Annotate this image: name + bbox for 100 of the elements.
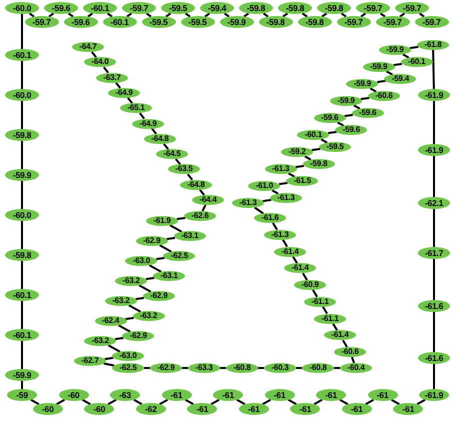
value-ellipse: -61 (316, 389, 346, 401)
connector-line (302, 272, 308, 281)
value-ellipse: -61.4 (274, 246, 306, 256)
value-ellipse: -61.3 (264, 164, 297, 174)
connector-line (144, 367, 150, 369)
connector-line (21, 141, 23, 169)
value-ellipse: -59.7 (395, 2, 429, 14)
value-ellipse: -60.4 (340, 363, 372, 373)
connector-line (182, 367, 188, 369)
value-ellipse: -62.1 (418, 197, 450, 209)
connector-line (433, 312, 435, 352)
connector-line (128, 304, 142, 313)
connector-line (30, 398, 40, 406)
value-ellipse: -61.9 (146, 216, 178, 226)
connector-line (21, 301, 23, 329)
value-ellipse: -64.7 (72, 42, 104, 52)
value-ellipse: -60.0 (5, 209, 39, 221)
value-ellipse: -63.0 (125, 256, 158, 266)
value-ellipse: -61 (213, 389, 243, 401)
value-ellipse: -60.6 (368, 91, 400, 101)
value-ellipse: -59.6 (314, 113, 346, 123)
connector-line (258, 367, 264, 369)
value-ellipse: -59.8 (302, 159, 335, 169)
connector-line (138, 284, 152, 293)
connector-line (91, 51, 97, 58)
connector-line (416, 398, 426, 406)
value-ellipse: -61.7 (418, 247, 450, 259)
value-ellipse: -59.7 (414, 16, 448, 28)
value-ellipse: -60.1 (297, 130, 330, 140)
value-ellipse: -63 (110, 389, 140, 401)
connector-line (170, 224, 182, 233)
value-ellipse: -59.9 (346, 79, 378, 89)
value-ellipse: -63.2 (84, 336, 116, 346)
connector-line (350, 356, 356, 364)
value-ellipse: -61.5 (286, 176, 318, 186)
value-ellipse: -59.5 (180, 16, 214, 28)
value-ellipse: -63.1 (174, 231, 206, 241)
connector-line (21, 261, 23, 289)
connector-line (108, 344, 120, 353)
value-ellipse: -64.0 (84, 57, 116, 68)
value-ellipse: -64.8 (144, 134, 176, 144)
connector-line (139, 112, 145, 120)
value-ellipse: -60.0 (5, 2, 39, 14)
value-ellipse: -61.1 (314, 314, 346, 324)
connector-line (187, 174, 193, 180)
value-ellipse: -60.1 (102, 16, 136, 28)
value-ellipse: -59.8 (5, 249, 39, 261)
value-ellipse: -63.1 (153, 271, 186, 281)
value-ellipse: -61 (238, 403, 269, 415)
value-ellipse: -62.5 (163, 251, 196, 261)
value-ellipse: -61 (264, 389, 294, 401)
value-ellipse: -59.7 (24, 16, 58, 28)
connector-line (21, 381, 23, 389)
connector-line (296, 367, 302, 369)
value-ellipse: -59.4 (384, 74, 416, 84)
connector-line (342, 340, 348, 348)
connector-line (282, 239, 288, 248)
connector-line (433, 101, 435, 144)
value-ellipse: -62 (136, 403, 166, 415)
value-ellipse: -60.8 (226, 363, 258, 373)
connector-line (220, 367, 226, 369)
connector-line (21, 101, 23, 129)
value-ellipse: -59.8 (5, 129, 39, 141)
value-ellipse: -59.6 (352, 108, 384, 118)
value-ellipse: -60 (32, 403, 63, 415)
connector-line (133, 398, 142, 406)
value-ellipse: -63.2 (104, 296, 137, 306)
value-ellipse: -60.8 (302, 363, 334, 373)
connector-line (21, 14, 23, 49)
value-ellipse: -59.2 (281, 147, 313, 157)
connector-line (433, 209, 435, 247)
value-ellipse: -61 (393, 403, 424, 415)
value-ellipse: -62.4 (94, 316, 127, 326)
value-ellipse: -63.3 (188, 363, 220, 373)
connector-line (432, 50, 435, 90)
value-ellipse: -61.3 (232, 198, 264, 208)
value-ellipse: -60.1 (5, 329, 39, 341)
value-ellipse: -59.9 (330, 96, 362, 106)
value-ellipse: -61.1 (304, 296, 336, 307)
connector-line (21, 341, 23, 369)
value-ellipse: -63.2 (115, 276, 148, 286)
connector-line (82, 398, 91, 406)
value-ellipse: -61 (162, 389, 192, 401)
value-ellipse: -62.9 (122, 331, 154, 341)
connector-line (334, 367, 340, 369)
connector-line (148, 264, 162, 273)
value-ellipse: -59.8 (278, 2, 312, 14)
connector-line (125, 316, 134, 320)
value-ellipse: -61 (290, 403, 320, 415)
value-ellipse: -61.6 (418, 300, 450, 312)
value-ellipse: -60.3 (264, 363, 296, 373)
connector-line (210, 398, 220, 406)
value-ellipse: -60.1 (83, 2, 117, 14)
value-ellipse: -59.6 (64, 16, 98, 28)
value-ellipse: -63.2 (132, 311, 165, 321)
connector-line (104, 362, 114, 366)
value-ellipse: -62.5 (112, 363, 144, 373)
connector-line (159, 398, 168, 406)
value-ellipse: -61.4 (284, 263, 316, 274)
value-ellipse: -61.9 (418, 144, 450, 156)
